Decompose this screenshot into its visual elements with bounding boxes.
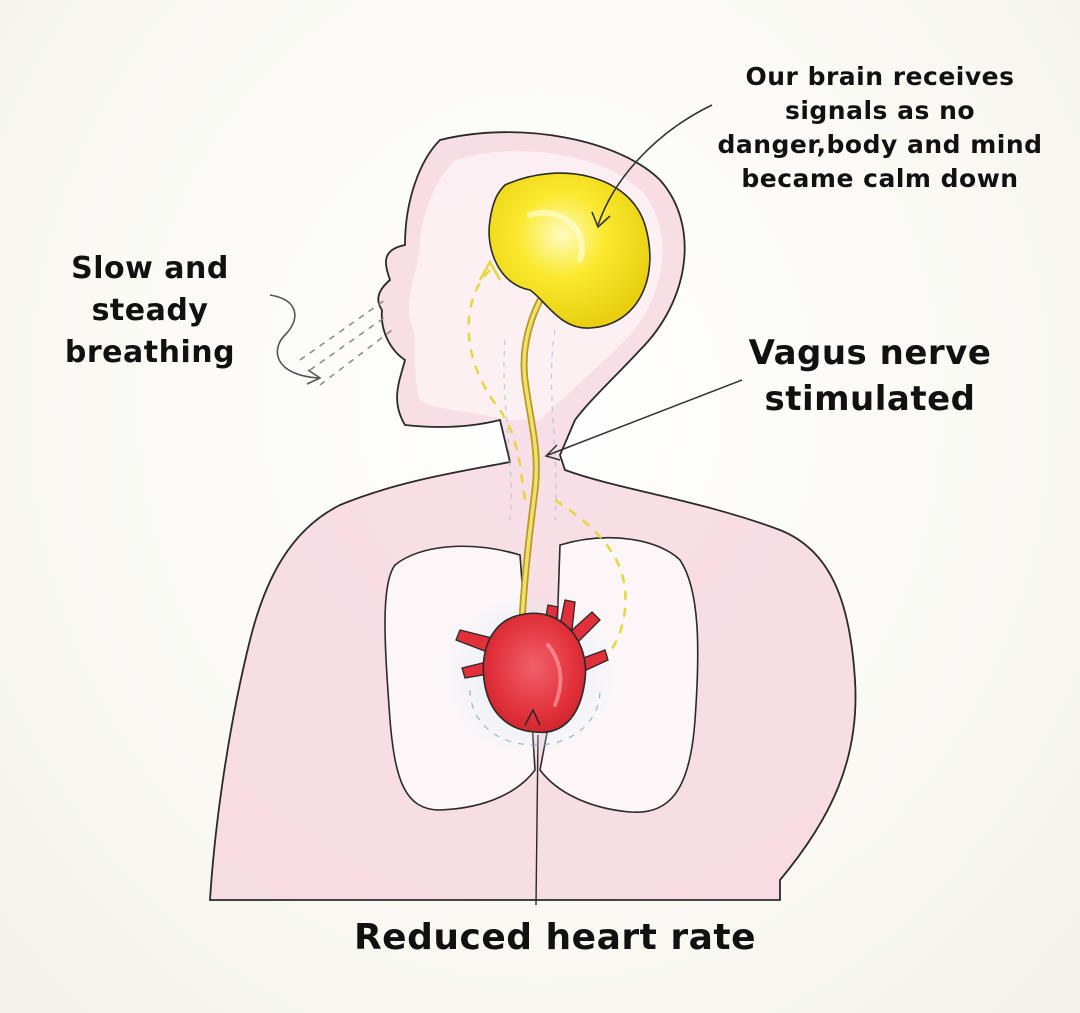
brain-label: Our brain receives signals as no danger,… (680, 60, 1080, 196)
brain-label-line: danger,body and mind (717, 130, 1043, 159)
vagus-label-line: Vagus nerve (748, 333, 992, 373)
sternum-line (535, 734, 539, 906)
brain-label-line: became calm down (741, 164, 1019, 193)
brain-label-line: Our brain receives (745, 62, 1015, 91)
breathing-label-line: Slow and (71, 251, 229, 286)
breath-arrow (269, 294, 319, 379)
heart-rate-label: Reduced heart rate (353, 917, 757, 958)
breathing-label-line: breathing (64, 335, 236, 370)
vagus-pointer-line (547, 379, 743, 456)
heart-shape (455, 599, 609, 734)
brain-pointer-arrow (597, 104, 713, 226)
breathing-label: Slow and steady breathing (30, 248, 270, 374)
vagus-label: Vagus nerve stimulated (700, 330, 1040, 422)
breathing-label-line: steady (91, 293, 209, 328)
vagus-label-line: stimulated (764, 379, 976, 419)
brain-label-line: signals as no (784, 96, 976, 125)
signal-arrowhead (478, 259, 502, 281)
brain-shape (488, 172, 651, 329)
breath-lines (299, 299, 393, 386)
